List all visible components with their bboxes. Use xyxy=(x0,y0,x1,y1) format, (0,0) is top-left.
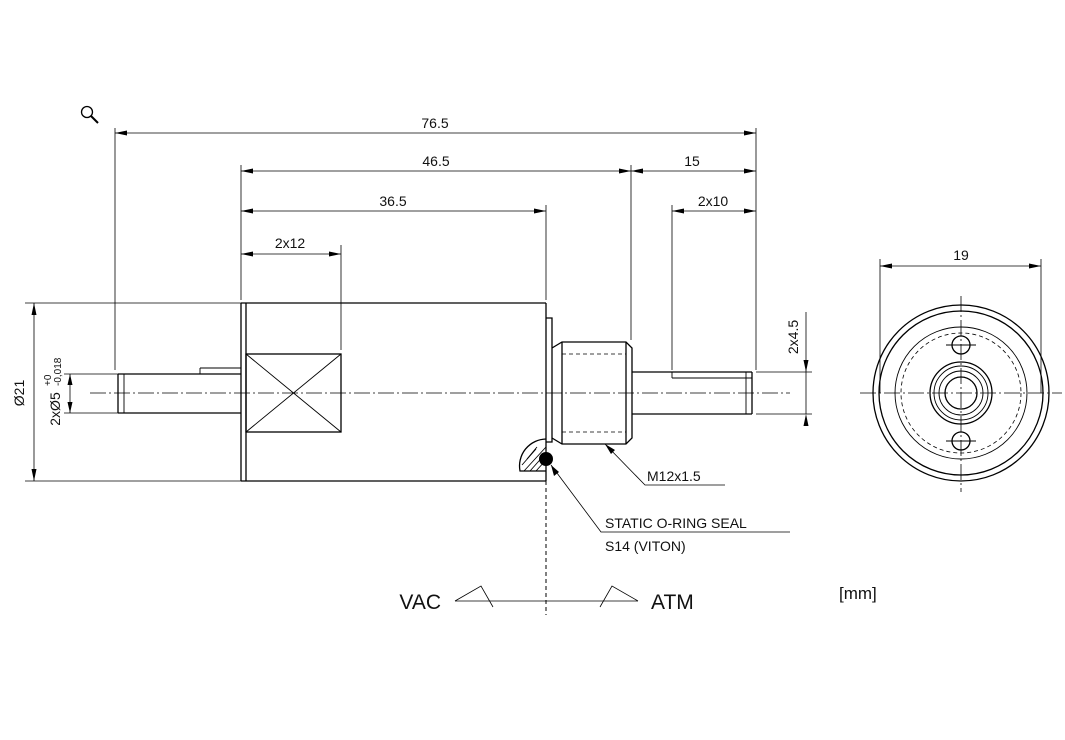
dim-15: 15 xyxy=(684,153,700,169)
left-shaft xyxy=(117,367,241,414)
vac-label: VAC xyxy=(399,591,441,614)
dim-36-5: 36.5 xyxy=(379,193,406,209)
atm-label: ATM xyxy=(651,591,694,614)
right-shaft xyxy=(632,371,753,415)
dim-2x12: 2x12 xyxy=(275,235,306,251)
dim-19: 19 xyxy=(953,247,969,263)
dim-diameter-21: Ø21 xyxy=(11,380,27,407)
thread-callout: M12x1.5 xyxy=(647,468,701,484)
svg-text:2xØ5: 2xØ5 xyxy=(47,392,63,426)
dim-overall-length: 76.5 xyxy=(421,115,448,131)
svg-text:-0,018: -0,018 xyxy=(53,357,64,386)
end-view xyxy=(860,259,1062,492)
seal-callout-line2: S14 (VITON) xyxy=(605,538,686,554)
main-body xyxy=(240,302,553,482)
seal-leader xyxy=(550,464,790,533)
thread-section xyxy=(551,341,633,445)
o-ring-seal xyxy=(518,438,553,472)
svg-text:+0: +0 xyxy=(43,374,54,386)
units-label: [mm] xyxy=(839,584,877,603)
thread-leader xyxy=(604,443,725,486)
dim-46-5: 46.5 xyxy=(422,153,449,169)
side-view xyxy=(25,128,812,615)
dim-2x10: 2x10 xyxy=(698,193,729,209)
seal-callout-line1: STATIC O-RING SEAL xyxy=(605,515,747,531)
magnifier-icon[interactable] xyxy=(80,105,99,124)
dim-2x4-5: 2x4.5 xyxy=(785,320,801,354)
dim-shaft-diameter: 2xØ5 +0 -0,018 xyxy=(43,357,64,426)
